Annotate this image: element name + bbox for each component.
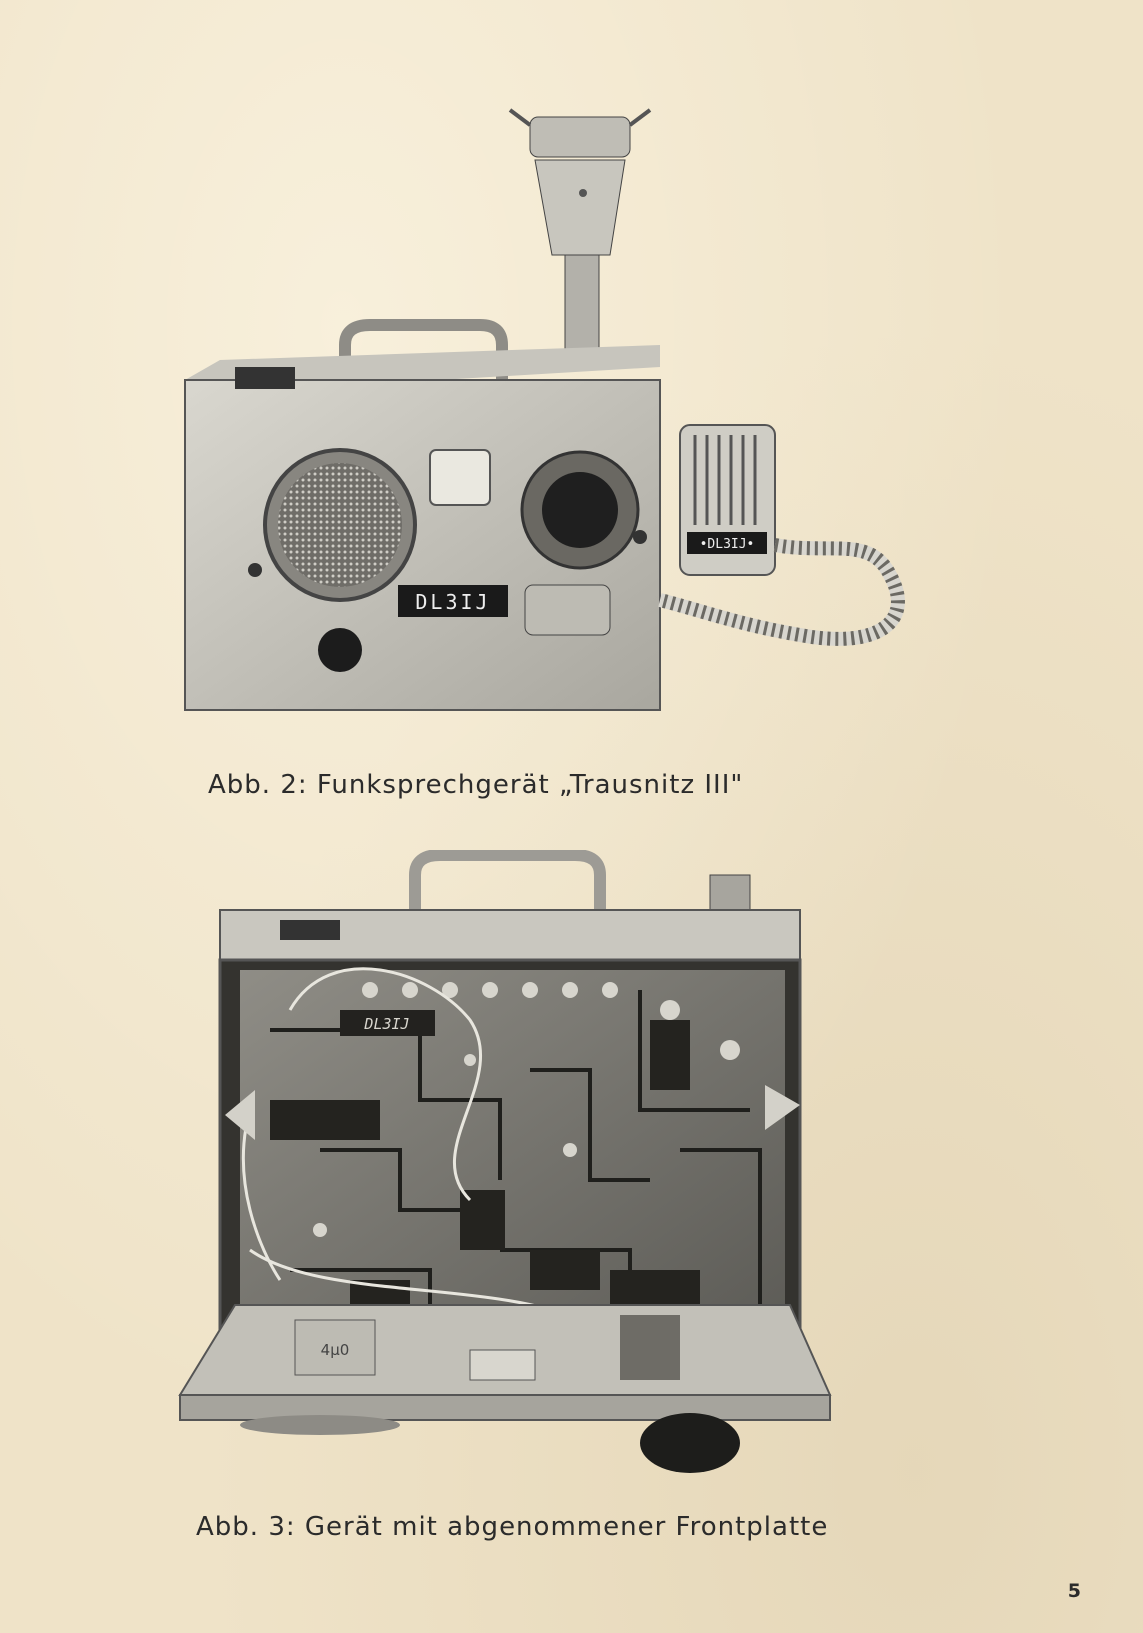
open-device-illustration: DL3IJ 4µ0 bbox=[178, 850, 832, 1473]
board-label: DL3IJ bbox=[363, 1015, 409, 1033]
mic-label: •DL3IJ• bbox=[700, 537, 755, 552]
panel-label: DL3IJ bbox=[415, 590, 490, 614]
figure-3-photo: DL3IJ 4µ0 bbox=[170, 850, 860, 1485]
radio-device-illustration: DL3IJ •DL3IJ• bbox=[184, 108, 905, 711]
figure-2-photo: DL3IJ •DL3IJ• bbox=[180, 105, 960, 755]
figure-2-caption: Abb. 2: Funksprechgerät „Trausnitz III" bbox=[208, 770, 744, 800]
component-label: 4µ0 bbox=[321, 1341, 350, 1359]
figure-3-caption: Abb. 3: Gerät mit abgenommener Frontplat… bbox=[196, 1512, 829, 1542]
page-number: 5 bbox=[1067, 1580, 1081, 1602]
